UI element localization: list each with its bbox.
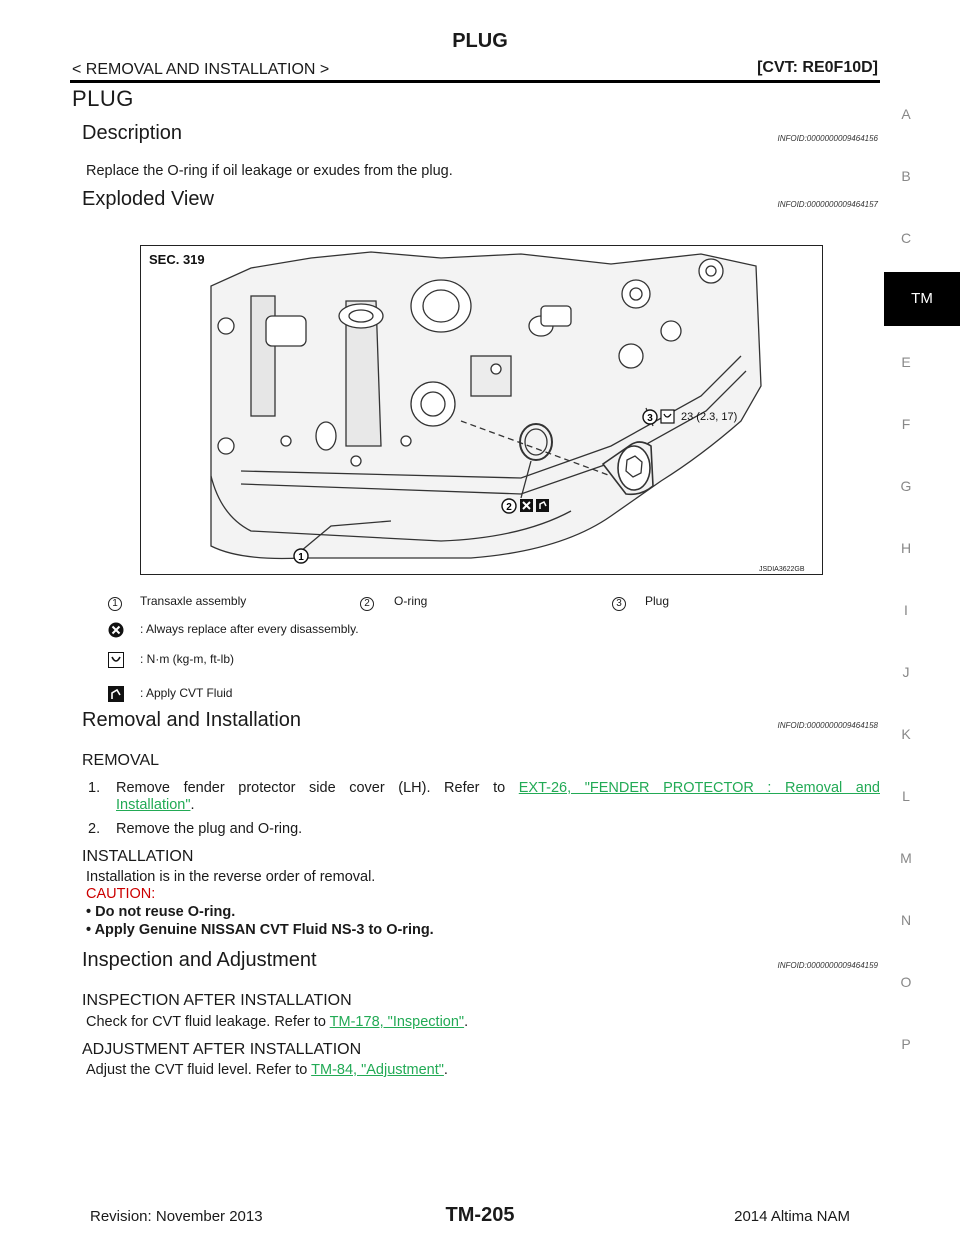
inspection-after-text: Check for CVT fluid leakage. Refer to TM… <box>86 1014 469 1030</box>
tm-84-link[interactable]: TM-84, "Adjustment" <box>311 1062 444 1078</box>
model-label: [CVT: RE0F10D] <box>757 59 878 76</box>
legend-label-plug: Plug <box>645 594 670 608</box>
legend-item-1: 1 <box>108 595 122 611</box>
inspection-after-label: INSPECTION AFTER INSTALLATION <box>82 992 352 1009</box>
figure-id: JSDIA3622GB <box>759 566 805 573</box>
description-infoid: INFOID:0000000009464156 <box>777 134 878 143</box>
torque-value: 23 (2.3, 17) <box>681 411 737 423</box>
callout-3: 3 23 (2.3, 17) <box>642 409 737 425</box>
legend-item-2: 2 <box>360 595 374 611</box>
inspection-infoid: INFOID:0000000009464159 <box>777 961 878 970</box>
legend-fluid-text: : Apply CVT Fluid <box>140 686 233 700</box>
inspection-heading: Inspection and Adjustment <box>82 949 317 971</box>
legend-torque-text: : N·m (kg-m, ft-lb) <box>140 652 234 666</box>
figure-legend: 1 Transaxle assembly 2 O-ring 3 Plug : A… <box>100 590 840 708</box>
exploded-infoid: INFOID:0000000009464157 <box>777 200 878 209</box>
revision-date: Revision: November 2013 <box>90 1208 263 1225</box>
removal-step-2: Remove the plug and O-ring. <box>116 821 303 837</box>
vehicle-model: 2014 Altima NAM <box>734 1208 850 1225</box>
torque-icon <box>108 652 124 668</box>
adjustment-after-text: Adjust the CVT fluid level. Refer to TM-… <box>86 1062 448 1078</box>
removal-label: REMOVAL <box>82 752 160 769</box>
fluid-icon <box>108 686 124 702</box>
sec-label: SEC. 319 <box>149 252 205 267</box>
legend-replace-text: : Always replace after every disassembly… <box>140 622 359 636</box>
transaxle-illustration: SEC. 319 1 2 3 23 (2.3, 17) JSDIA3622GB <box>149 251 805 573</box>
section-heading: PLUG <box>72 86 134 111</box>
installation-label: INSTALLATION <box>82 848 194 865</box>
removal-infoid: INFOID:0000000009464158 <box>777 721 878 730</box>
section-label: < REMOVAL AND INSTALLATION > <box>72 61 330 78</box>
legend-item-3: 3 <box>612 595 626 611</box>
installation-text: Installation is in the reverse order of … <box>86 869 376 885</box>
description-text: Replace the O-ring if oil leakage or exu… <box>86 163 453 179</box>
ext-26-link[interactable]: EXT-26, "FENDER PROTECTOR : Removal and <box>518 780 880 796</box>
callout-1: 1 <box>293 548 309 564</box>
side-index-tm-active[interactable]: TM <box>884 272 960 326</box>
svg-text:3: 3 <box>647 413 653 424</box>
ext-26-link-cont[interactable]: Installation" <box>116 797 191 813</box>
caution-item-2: • Apply Genuine NISSAN CVT Fluid NS-3 to… <box>86 922 434 938</box>
callout-2: 2 <box>501 498 549 514</box>
caution-item-1: • Do not reuse O-ring. <box>86 904 236 920</box>
replace-icon <box>108 622 124 638</box>
tm-178-link[interactable]: TM-178, "Inspection" <box>329 1014 465 1030</box>
removal-step-1-num: 1. <box>88 780 101 796</box>
caution-label: CAUTION: <box>86 886 156 902</box>
removal-step-1: Remove fender protector side cover (LH).… <box>116 780 880 796</box>
legend-label-oring: O-ring <box>394 594 428 608</box>
page-title: PLUG <box>452 30 508 52</box>
fluid-icon <box>536 499 549 512</box>
svg-text:2: 2 <box>506 502 512 513</box>
legend-label-transaxle: Transaxle assembly <box>140 594 247 608</box>
exploded-heading: Exploded View <box>82 188 214 210</box>
description-heading: Description <box>82 122 183 144</box>
removal-step-1-cont: Installation". <box>116 797 195 813</box>
svg-text:1: 1 <box>298 552 304 563</box>
exploded-view-figure: SEC. 319 1 2 3 23 (2.3, 17) JSDIA3622GB <box>140 245 823 575</box>
removal-step-2-num: 2. <box>88 821 101 837</box>
header-divider <box>70 80 880 83</box>
adjustment-after-label: ADJUSTMENT AFTER INSTALLATION <box>82 1041 362 1058</box>
removal-heading: Removal and Installation <box>82 709 302 731</box>
page-number: TM-205 <box>445 1204 515 1226</box>
